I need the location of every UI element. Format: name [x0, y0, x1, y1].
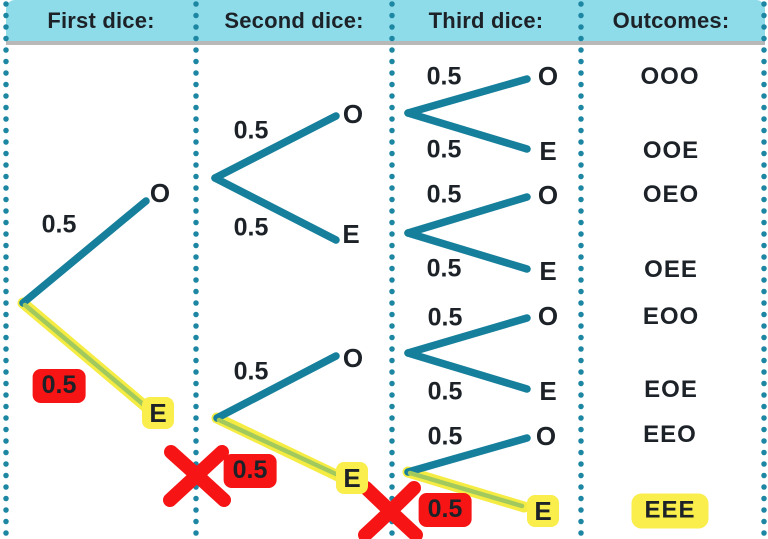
branch-line [404, 229, 531, 273]
outcome-label: OEO [642, 181, 700, 208]
node-label-E-highlighted: E [527, 495, 559, 527]
node-label-E: E [539, 256, 557, 286]
cross-out-x-icon [358, 481, 423, 539]
node-label-O: O [149, 178, 171, 208]
cross-out-marks [163, 445, 423, 539]
branch-line [404, 109, 531, 153]
highlighted-branch-core [22, 302, 153, 413]
probability-label: 0.5 [41, 210, 77, 239]
branch-line [213, 352, 340, 422]
header-label-second-dice: Second dice: [224, 8, 364, 33]
node-label-E-highlighted: E [336, 462, 368, 494]
probability-label: 0.5 [426, 180, 462, 209]
probability-label: 0.5 [427, 377, 463, 406]
branch-line [404, 434, 531, 476]
probability-label: 0.5 [233, 357, 269, 386]
node-label-O: O [537, 180, 559, 210]
node-label-O: O [342, 99, 364, 129]
branch-line [19, 197, 150, 307]
header-band [6, 0, 765, 41]
highlighted-branch-core [216, 417, 341, 478]
probability-label: 0.5 [427, 303, 463, 332]
probability-label: 0.5 [426, 135, 462, 164]
probability-badge-red: 0.5 [418, 493, 472, 527]
branch-line [404, 75, 531, 117]
branch-line [211, 174, 340, 244]
outcome-label: OOO [640, 63, 700, 90]
outcome-label-highlighted: EEE [631, 493, 709, 529]
node-label-O: O [342, 343, 364, 373]
header-label-outcomes: Outcomes: [612, 8, 730, 33]
branch-line [211, 112, 340, 182]
branch-line [404, 349, 531, 393]
header-label-third-dice: Third dice: [428, 8, 544, 33]
column-separators [3, 1, 767, 539]
probability-badge-red: 0.5 [223, 454, 277, 488]
outcome-label: EEO [643, 421, 697, 448]
node-label-O: O [535, 421, 557, 451]
node-label-E-highlighted: E [142, 397, 174, 429]
probability-badge-red: 0.5 [32, 369, 86, 403]
probability-label: 0.5 [233, 116, 269, 145]
node-label-O: O [537, 61, 559, 91]
node-label-O: O [537, 301, 559, 331]
probability-label: 0.5 [427, 422, 463, 451]
highlighted-branch-core [407, 470, 525, 509]
probability-label: 0.5 [233, 213, 269, 242]
outcome-label: OOE [642, 137, 700, 164]
probability-label: 0.5 [426, 62, 462, 91]
outcome-label: OEE [644, 256, 698, 283]
probability-label: 0.5 [426, 254, 462, 283]
cross-out-x-icon [163, 445, 231, 507]
branch-line [404, 314, 531, 357]
tree-branches [19, 75, 531, 476]
node-label-E: E [342, 219, 360, 249]
highlighted-branch-cores [22, 302, 525, 509]
node-label-E: E [539, 136, 557, 166]
branch-line [404, 193, 531, 237]
outcome-label: EOE [644, 376, 698, 403]
outcome-label: EOO [642, 303, 700, 330]
node-label-E: E [539, 376, 557, 406]
header-label-first-dice: First dice: [47, 8, 155, 33]
